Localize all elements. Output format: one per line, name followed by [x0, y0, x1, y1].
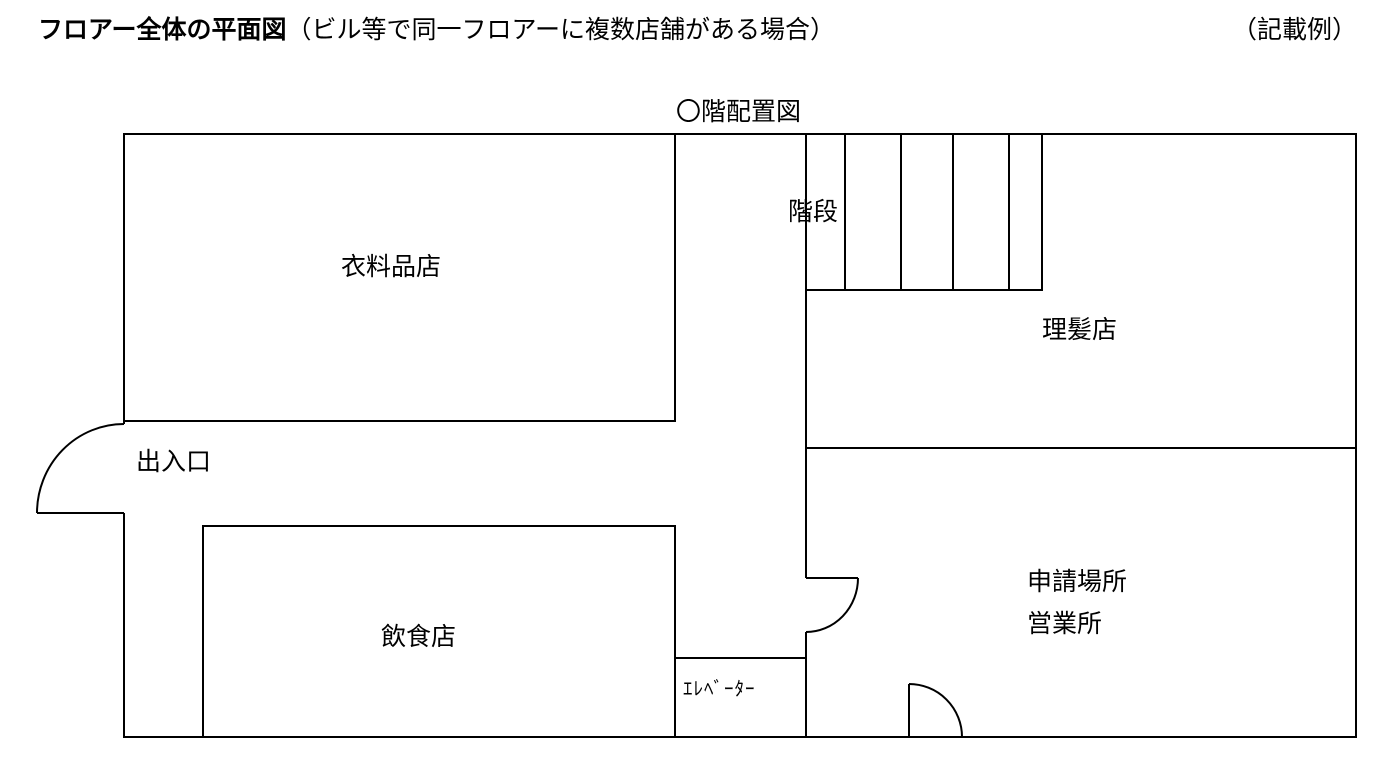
entrance-door-arc: [36, 423, 125, 514]
office-label: 申請場所 営業所: [1027, 561, 1127, 645]
entrance-label: 出入口: [136, 447, 212, 476]
office-label-line1: 申請場所: [1027, 567, 1128, 596]
floor-plan-title: 〇階配置図: [675, 97, 801, 126]
office-door-arc: [805, 577, 859, 633]
stairs-wall: [806, 134, 1043, 291]
restaurant-label: 飲食店: [381, 622, 457, 651]
restaurant-wall: [202, 525, 676, 737]
page-subtitle: （ビル等で同一フロアーに複数店舗がある場合）: [286, 15, 836, 44]
example-note: （記載例）: [1231, 15, 1357, 44]
office-label-line2: 営業所: [1027, 609, 1103, 638]
barber-label: 理髪店: [1042, 315, 1118, 344]
clothing-store-wall: [124, 134, 676, 422]
office-bottom-door-arc: [908, 683, 963, 738]
elevator-label: ｴﾚﾍﾞｰﾀｰ: [683, 678, 756, 700]
outer-wall: [123, 133, 1357, 738]
page-header: フロアー全体の平面図（ビル等で同一フロアーに複数店舗がある場合）: [38, 10, 835, 50]
stairs-label: 階段: [788, 197, 839, 226]
page-title: フロアー全体の平面図: [38, 15, 287, 44]
clothing-store-label: 衣料品店: [341, 252, 442, 281]
